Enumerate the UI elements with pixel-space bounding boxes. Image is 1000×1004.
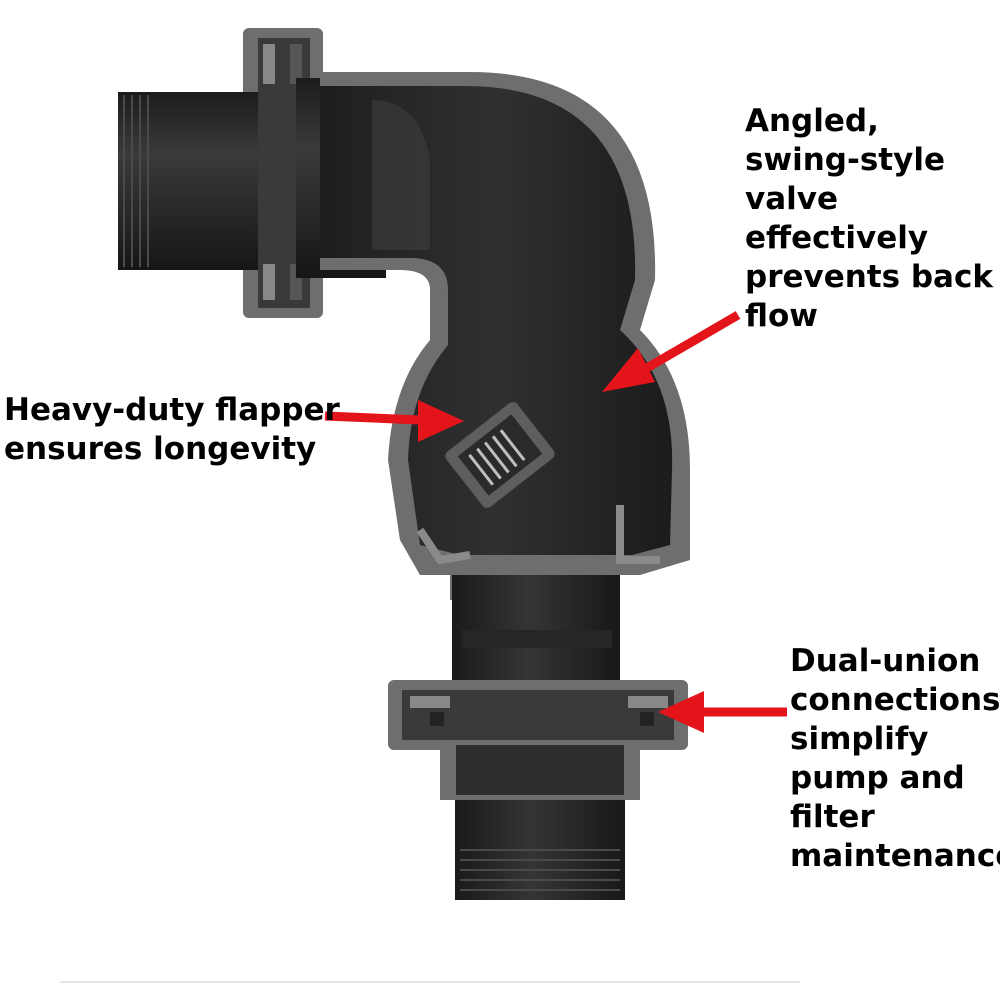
callout-line: Heavy-duty flapper <box>4 391 340 430</box>
callout-line: swing-style <box>745 141 993 180</box>
callout-flapper: Heavy-duty flapper ensures longevity <box>4 391 340 469</box>
callout-line: simplify <box>790 720 1000 759</box>
callout-line: Angled, <box>745 102 993 141</box>
callout-dual-union: Dual-union connections simplify pump and… <box>790 642 1000 876</box>
callout-line: prevents back <box>745 258 993 297</box>
callout-line: valve <box>745 180 993 219</box>
callout-line: pump and <box>790 759 1000 798</box>
outlet-pipe <box>440 740 640 900</box>
callout-line: connections <box>790 681 1000 720</box>
callout-line: Dual-union <box>790 642 1000 681</box>
callout-line: filter <box>790 798 1000 837</box>
bottom-union-nut <box>388 680 688 750</box>
callout-line: ensures longevity <box>4 430 340 469</box>
callout-line: flow <box>745 297 993 336</box>
callout-angled-valve: Angled, swing-style valve effectively pr… <box>745 102 993 336</box>
callout-line: effectively <box>745 219 993 258</box>
callout-line: maintenance <box>790 837 1000 876</box>
